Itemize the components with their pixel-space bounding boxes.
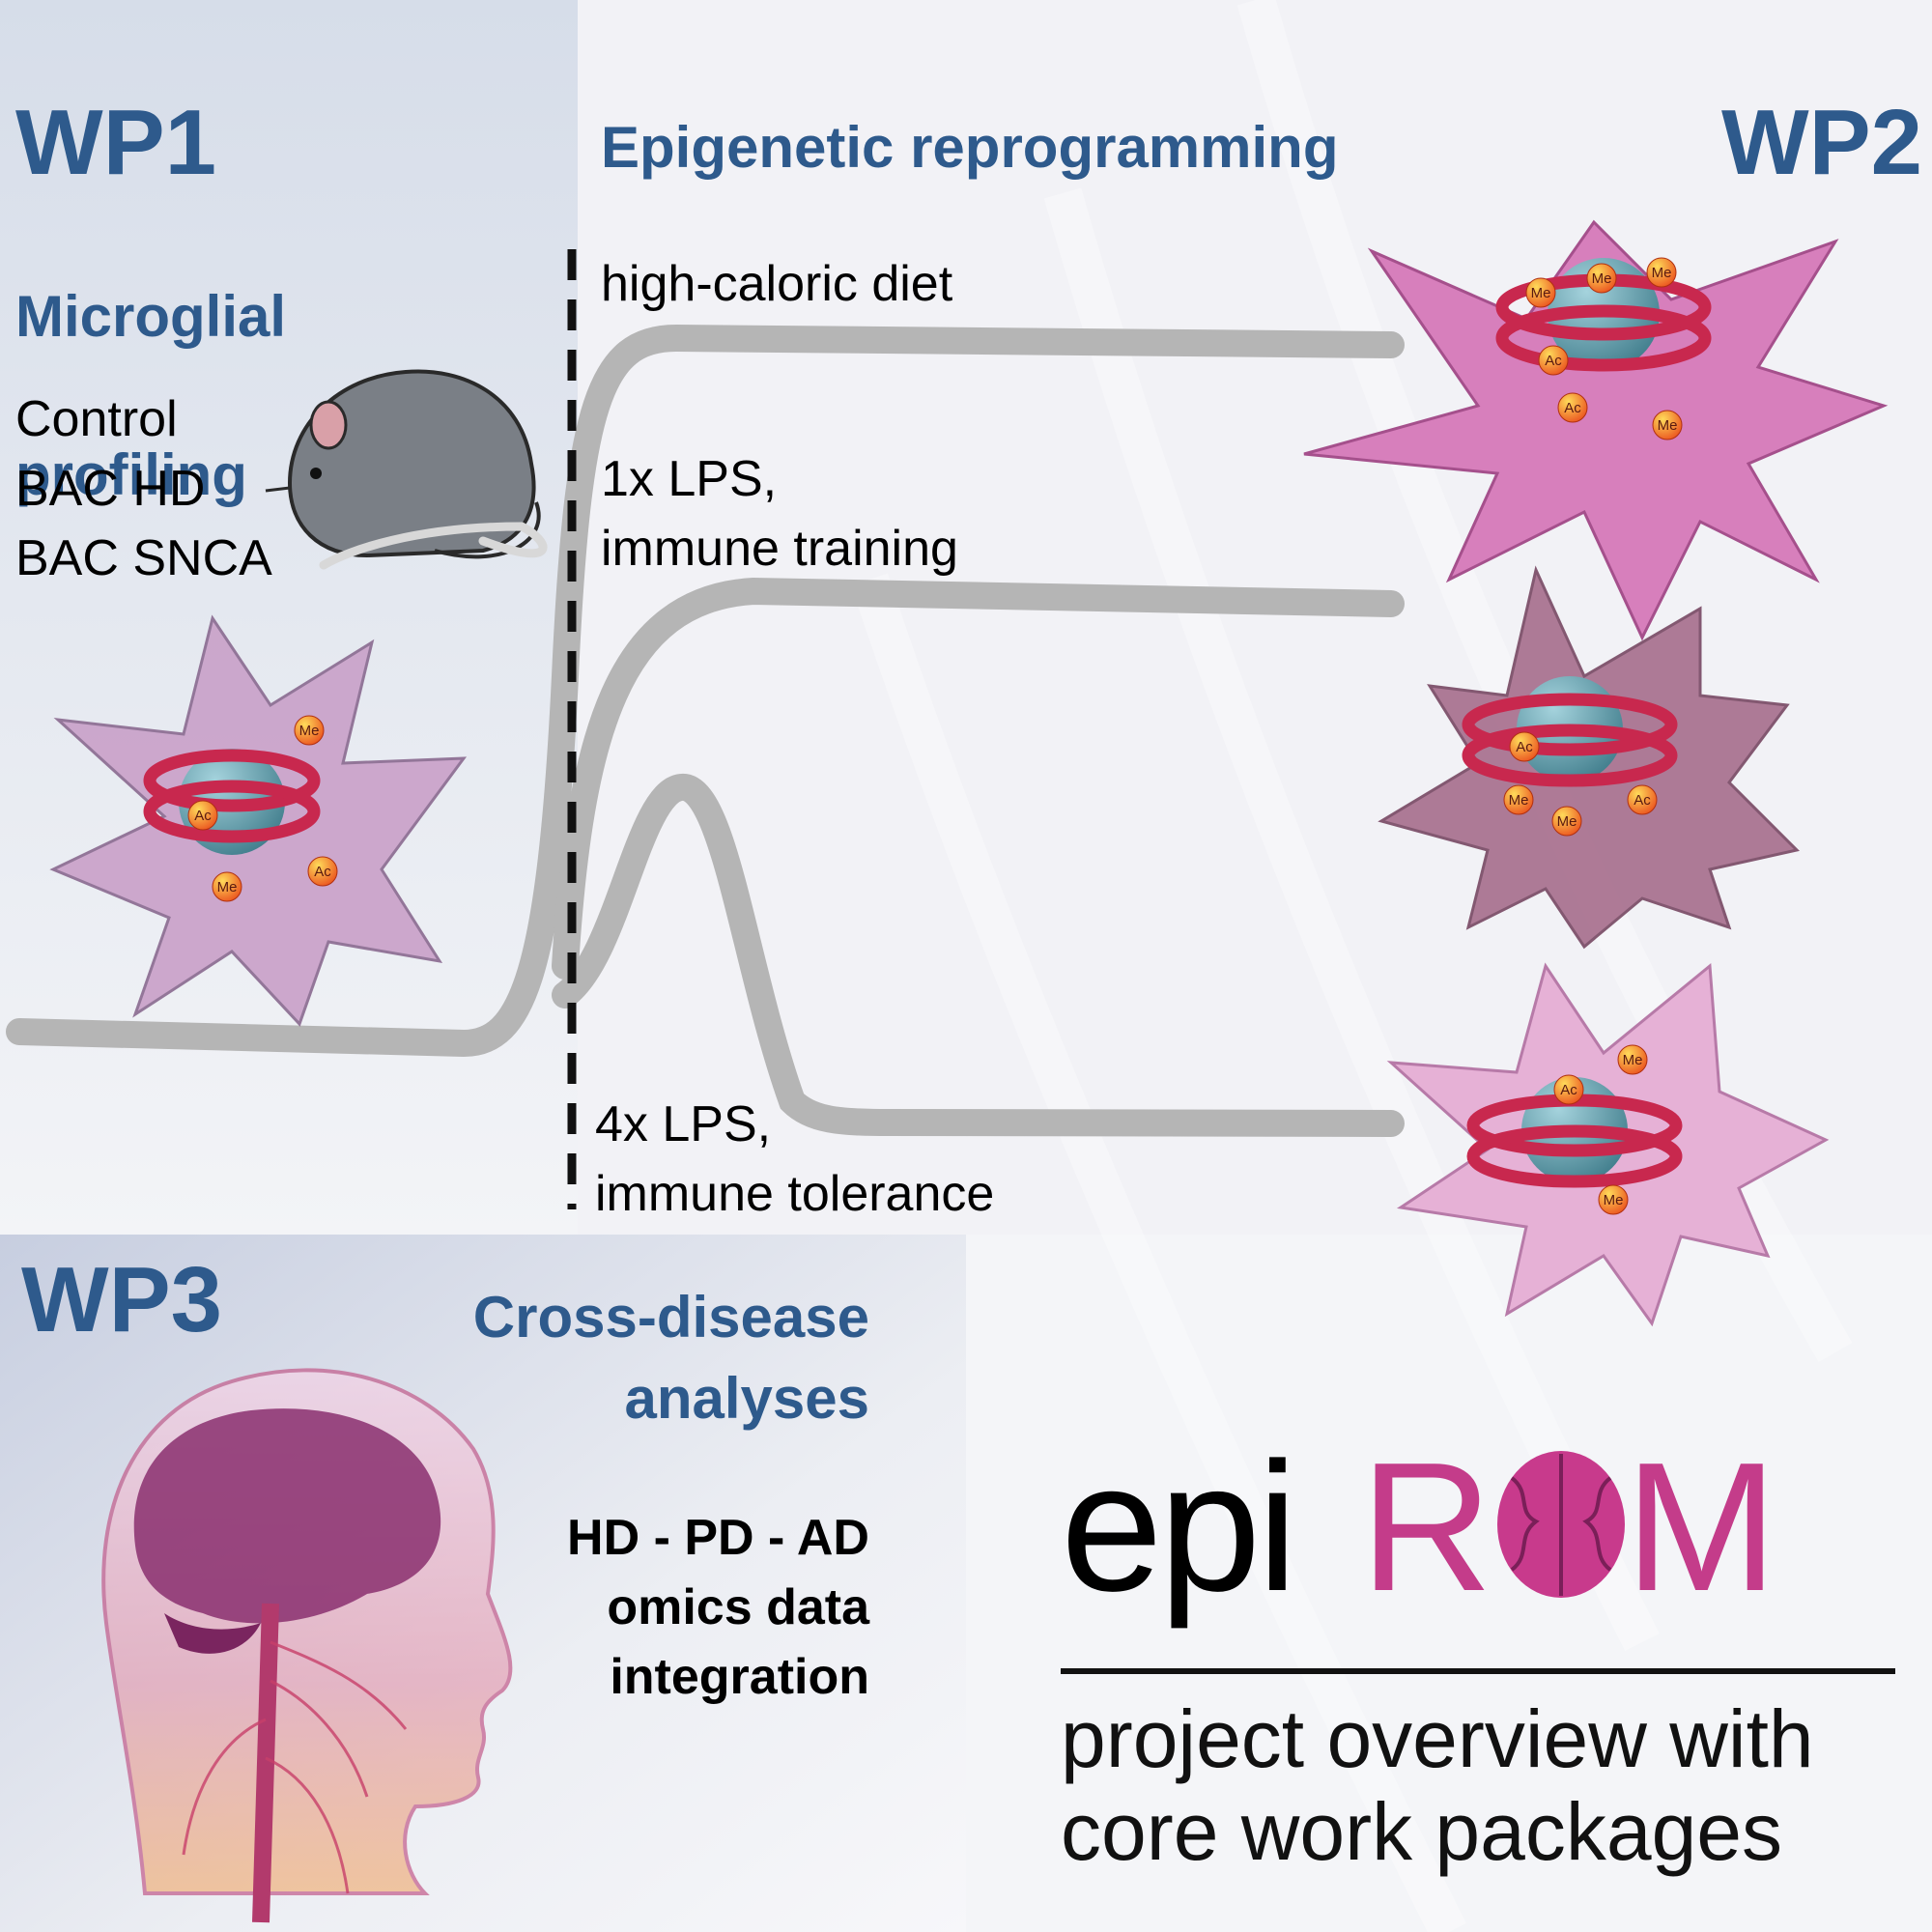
methyl-mark-icon <box>1525 277 1556 308</box>
methyl-mark-label: Me <box>1592 270 1612 287</box>
methyl-mark-label: Me <box>1658 417 1678 434</box>
acetyl-mark-icon <box>1557 392 1588 423</box>
acetyl-mark-label: Ac <box>1560 1082 1577 1098</box>
methyl-mark-icon <box>1617 1044 1648 1075</box>
methyl-mark-icon <box>1646 257 1677 288</box>
acetyl-mark-label: Ac <box>1516 739 1533 755</box>
condition-tolerance: 4x LPS, immune tolerance <box>595 1090 994 1229</box>
wp1-subtitle-line: Microglial <box>15 284 287 349</box>
methyl-mark-icon <box>294 715 325 746</box>
methyl-mark-label: Me <box>1509 792 1529 809</box>
methyl-mark-label: Me <box>1652 265 1672 281</box>
wp1-conditions: Control BAC HD BAC SNCA <box>15 384 272 593</box>
nucleosome-wp2-middle <box>1462 676 1678 787</box>
acetyl-mark-icon <box>307 856 338 887</box>
logo-letter-r: R <box>1360 1425 1493 1630</box>
methyl-mark-icon <box>1586 263 1617 294</box>
condition-tolerance-line: immune tolerance <box>595 1166 995 1222</box>
microglia-wp2-top <box>1303 219 1889 641</box>
methyl-mark-label: Me <box>217 879 238 895</box>
acetyl-mark-icon <box>1538 345 1569 376</box>
methyl-mark-label: Me <box>1623 1052 1643 1068</box>
wp3-title: WP3 <box>21 1248 223 1351</box>
condition-training: 1x LPS, immune training <box>601 444 958 583</box>
wp3-subtitle: Cross-disease analyses <box>473 1277 869 1439</box>
wp1-condition: BAC HD <box>15 461 206 517</box>
condition-training-line: 1x LPS, <box>601 451 778 507</box>
methyl-mark-icon <box>212 871 242 902</box>
condition-diet: high-caloric diet <box>601 256 953 312</box>
acetyl-mark-icon <box>1509 731 1540 762</box>
logo-tagline: project overview with core work packages <box>1061 1692 1814 1878</box>
acetyl-mark-icon <box>1627 784 1658 815</box>
wp2-title: WP2 <box>1721 91 1923 194</box>
wp1-subtitle-line: profiling <box>15 442 247 507</box>
acetyl-mark-label: Ac <box>314 864 331 880</box>
logo-tagline-line: core work packages <box>1061 1786 1783 1877</box>
acetyl-mark-label: Ac <box>194 808 212 824</box>
acetyl-mark-label: Ac <box>1634 792 1651 809</box>
wp2-heading: Epigenetic reprogramming <box>601 115 1339 180</box>
methyl-mark-label: Me <box>1531 285 1551 301</box>
acetyl-mark-label: Ac <box>1564 400 1581 416</box>
wp3-data-line: integration <box>610 1649 869 1705</box>
methyl-mark-icon <box>1598 1184 1629 1215</box>
brain-head-illustration <box>101 1368 513 1923</box>
acetyl-mark-icon <box>187 800 218 831</box>
wp3-data-line: HD - PD - AD <box>567 1510 869 1566</box>
baseline-curve <box>6 324 1405 1058</box>
methyl-mark-label: Me <box>1557 813 1577 830</box>
acetyl-mark-icon <box>1553 1074 1584 1105</box>
logo-letter-m: M <box>1625 1425 1778 1630</box>
mouse-icon <box>265 369 548 570</box>
wp1-subtitle: Microglial profiling <box>15 198 286 594</box>
wp1-condition: BAC SNCA <box>15 530 272 586</box>
nucleosome-wp2-top <box>1495 258 1712 372</box>
logo-tagline-line: project overview with <box>1061 1693 1814 1784</box>
acetyl-mark-label: Ac <box>1545 353 1562 369</box>
wp3-data-description: HD - PD - AD omics data integration <box>567 1503 869 1712</box>
logo-brain-icon <box>1497 1451 1625 1598</box>
methyl-mark-label: Me <box>1604 1192 1624 1208</box>
wp1-condition: Control <box>15 391 178 447</box>
wp3-subtitle-line: Cross-disease <box>472 1285 869 1350</box>
wp1-title: WP1 <box>15 91 217 194</box>
logo-prefix: epi <box>1061 1425 1298 1630</box>
methyl-mark-icon <box>1551 806 1582 837</box>
methyl-mark-label: Me <box>299 723 320 739</box>
condition-tolerance-line: 4x LPS, <box>595 1096 772 1152</box>
tolerance-curve <box>552 774 1405 1137</box>
condition-training-line: immune training <box>601 521 958 577</box>
methyl-mark-icon <box>1652 410 1683 440</box>
wp3-data-line: omics data <box>607 1579 869 1635</box>
methyl-mark-icon <box>1503 784 1534 815</box>
wp3-subtitle-line: analyses <box>624 1366 869 1431</box>
